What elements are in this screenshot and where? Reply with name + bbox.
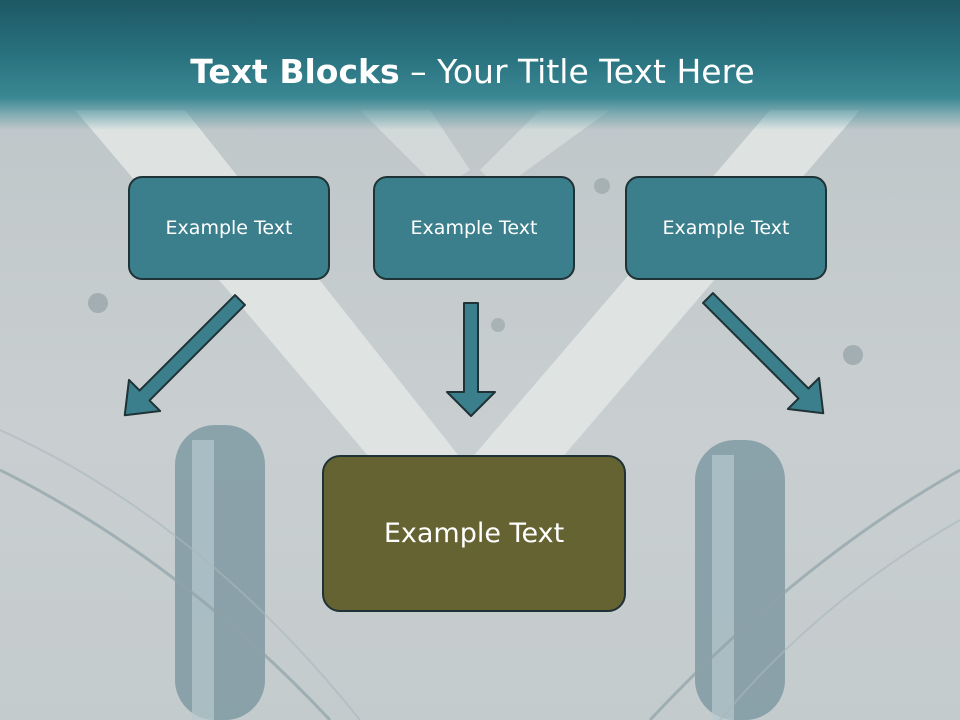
arrow-right xyxy=(702,292,825,415)
text-block-result[interactable]: Example Text xyxy=(322,455,626,612)
arrow-center xyxy=(446,302,496,417)
text-block-left[interactable]: Example Text xyxy=(128,176,330,280)
title-bold: Text Blocks xyxy=(190,52,400,91)
text-block-right[interactable]: Example Text xyxy=(625,176,827,280)
text-block-center[interactable]: Example Text xyxy=(373,176,575,280)
title-rest: – Your Title Text Here xyxy=(399,52,755,91)
slide-title: Text Blocks – Your Title Text Here xyxy=(0,52,945,91)
arrow-left xyxy=(123,294,246,417)
title-bar xyxy=(0,0,960,130)
